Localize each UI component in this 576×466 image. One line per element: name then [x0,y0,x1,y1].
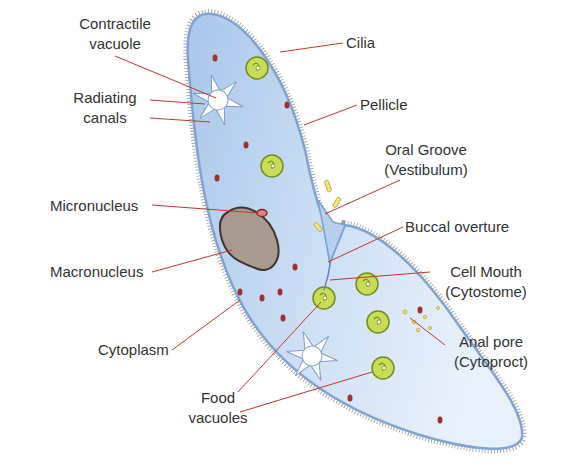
part-label: Cell Mouth (Cytostome) [428,262,544,301]
food-vacuole [313,287,335,309]
part-label: Cilia [346,33,406,53]
micronucleus [257,210,267,217]
part-label: Radiating canals [56,88,154,127]
part-label: Cytoplasm [98,340,198,360]
food-vacuole [367,311,389,333]
contractile-vacuole [282,329,341,382]
part-label: Pellicle [360,95,440,115]
food-vacuole [261,155,283,177]
food-particles [313,180,439,332]
part-label: Contractile vacuole [66,14,164,53]
contractile-vacuole [187,72,249,129]
part-label: Anal pore (Cytoproct) [438,332,544,371]
cytoplasm-granules [213,55,443,424]
part-label: Oral Groove (Vestibulum) [368,140,484,179]
oral-groove [318,200,345,262]
part-label: Macronucleus [50,262,170,282]
food-vacuole [246,57,268,79]
part-label: Food vacuoles [176,388,260,427]
part-label: Buccal overture [405,217,555,237]
cytopharynx [324,262,330,290]
macronucleus [220,208,278,270]
food-vacuole [372,357,394,379]
part-label: Micronucleus [50,196,170,216]
